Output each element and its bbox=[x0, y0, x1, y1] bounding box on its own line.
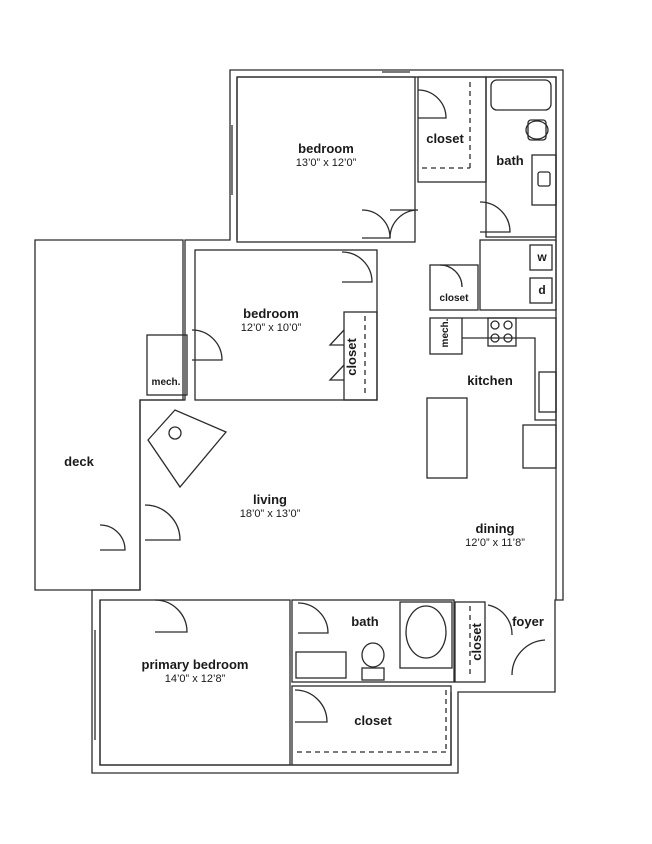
washer-label: w bbox=[537, 250, 547, 264]
closet-mid-label: closet bbox=[344, 338, 360, 376]
closet-foyer-label: closet bbox=[469, 623, 485, 661]
toilet bbox=[525, 120, 549, 140]
toilet-primary bbox=[361, 642, 385, 668]
dryer-label: d bbox=[538, 283, 546, 297]
room-name: primary bedroom bbox=[141, 657, 249, 672]
closet-mid-walls bbox=[343, 311, 378, 401]
dryer bbox=[529, 277, 553, 304]
mech-kitchen-walls bbox=[429, 317, 463, 355]
bath-primary-walls bbox=[291, 599, 455, 683]
mech-left-walls bbox=[146, 334, 188, 396]
room-name: bedroom bbox=[298, 141, 354, 156]
kitchen-island bbox=[426, 397, 468, 479]
closet-top-walls bbox=[417, 76, 487, 183]
room-name: dining bbox=[475, 521, 515, 536]
bedroom-top-label: bedroom 13’0” x 12’0” bbox=[296, 141, 357, 170]
room-dimensions: 13’0” x 12’0” bbox=[295, 156, 357, 169]
room-dimensions: 14’0” x 12’8” bbox=[164, 672, 226, 685]
closet-primary-walls bbox=[291, 685, 452, 766]
deck-outline bbox=[34, 239, 184, 591]
primary-bedroom-label: primary bedroom 14’0” x 12’8” bbox=[140, 657, 250, 686]
primary-bedroom-walls bbox=[99, 599, 291, 766]
room-name: living bbox=[253, 492, 287, 507]
refrigerator bbox=[522, 424, 557, 469]
closet-laundry-walls bbox=[429, 264, 479, 311]
living-label: living 18’0” x 13’0” bbox=[240, 492, 301, 521]
foyer-label: foyer bbox=[512, 614, 544, 629]
closet-foyer-walls bbox=[454, 601, 486, 683]
mech-left-label: mech. bbox=[151, 377, 181, 388]
exterior-wall bbox=[91, 69, 564, 774]
bedroom-mid-label: bedroom 12’0” x 10’0” bbox=[241, 306, 302, 335]
room-name: bedroom bbox=[243, 306, 299, 321]
bedroom-top-walls bbox=[236, 76, 416, 243]
closet-top-label: closet bbox=[426, 131, 464, 146]
kitchen-label: kitchen bbox=[467, 373, 513, 388]
room-dimensions: 12’0” x 11’8” bbox=[465, 536, 525, 549]
deck-label: deck bbox=[64, 454, 94, 469]
dining-label: dining 12’0” x 11’8” bbox=[465, 521, 525, 550]
washer bbox=[529, 244, 553, 271]
room-dimensions: 18’0” x 13’0” bbox=[239, 507, 301, 520]
mech-kitchen-label: mech. bbox=[440, 318, 451, 348]
closet-primary-label: closet bbox=[354, 713, 392, 728]
room-dimensions: 12’0” x 10’0” bbox=[240, 321, 302, 334]
closet-laundry-label: closet bbox=[439, 293, 469, 304]
bath-primary-label: bath bbox=[351, 614, 379, 629]
bathtub bbox=[490, 79, 552, 111]
sink bbox=[531, 154, 557, 206]
fireplace bbox=[147, 409, 228, 489]
laundry-walls bbox=[479, 239, 557, 311]
kitchen-sink bbox=[538, 371, 557, 413]
bath-top-label: bath bbox=[496, 153, 524, 168]
kitchen-counter bbox=[462, 317, 557, 421]
tub-primary bbox=[399, 601, 453, 669]
sink-primary bbox=[295, 651, 347, 679]
